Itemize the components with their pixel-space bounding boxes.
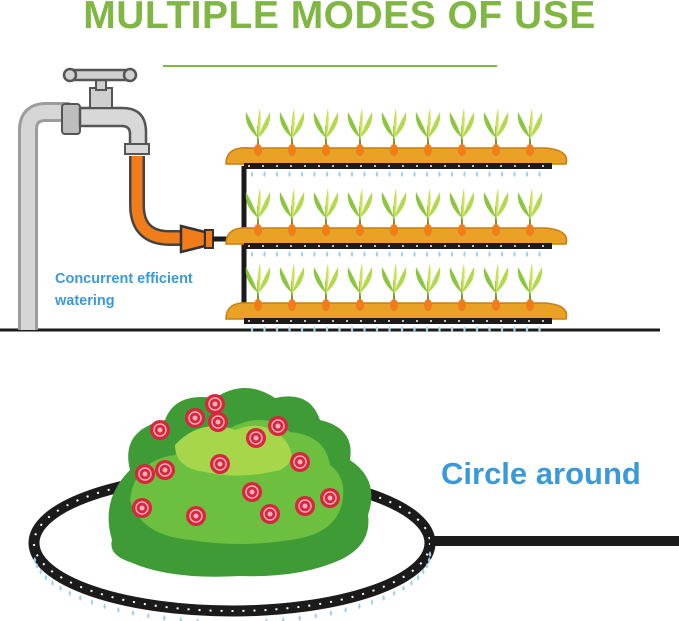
seedling-icon — [483, 263, 509, 311]
planter-bed-icon — [225, 263, 568, 332]
seedling-icon — [449, 108, 475, 156]
seedling-icon — [279, 263, 305, 311]
seedling-icon — [415, 263, 441, 311]
seedling-icon — [415, 188, 441, 236]
seedling-icon — [517, 108, 543, 156]
seedling-icon — [381, 108, 407, 156]
faucet-icon — [18, 67, 150, 330]
rose-flower-icon — [135, 464, 155, 484]
rose-flower-icon — [268, 416, 288, 436]
seedling-icon — [245, 188, 271, 236]
seedling-icon — [449, 263, 475, 311]
seedling-icon — [517, 263, 543, 311]
rose-flower-icon — [185, 408, 205, 428]
rose-flower-icon — [208, 412, 228, 432]
rose-flower-icon — [260, 504, 280, 524]
planter-bed-icon — [225, 108, 568, 177]
rose-flower-icon — [150, 420, 170, 440]
rose-flower-icon — [320, 488, 340, 508]
seedling-icon — [313, 188, 339, 236]
seedling-icon — [381, 188, 407, 236]
rose-flower-icon — [155, 460, 175, 480]
seedling-icon — [313, 108, 339, 156]
seedling-icon — [279, 108, 305, 156]
water-drops — [33, 551, 432, 621]
seedling-icon — [347, 263, 373, 311]
seedling-icon — [483, 108, 509, 156]
planter-bed-icon — [225, 188, 568, 257]
seedling-icon — [381, 263, 407, 311]
seedling-icon — [279, 188, 305, 236]
rose-flower-icon — [246, 428, 266, 448]
seedling-icon — [245, 108, 271, 156]
seedling-icon — [483, 188, 509, 236]
seedling-icon — [347, 108, 373, 156]
rose-flower-icon — [186, 506, 206, 526]
seedling-icon — [347, 188, 373, 236]
seedling-icon — [313, 263, 339, 311]
rose-flower-icon — [295, 496, 315, 516]
concurrent-watering-label: Concurrent efficient watering — [55, 271, 193, 309]
seedling-icon — [415, 108, 441, 156]
rose-flower-icon — [132, 498, 152, 518]
rose-flower-icon — [210, 454, 230, 474]
rose-flower-icon — [242, 482, 262, 502]
circle-around-label: Circle around — [441, 456, 641, 491]
seedling-icon — [517, 188, 543, 236]
seedling-icon — [449, 188, 475, 236]
garden-hose — [129, 156, 244, 254]
rose-bush-icon — [108, 388, 372, 577]
seedling-icon — [245, 263, 271, 311]
rose-flower-icon — [205, 394, 225, 414]
rose-flower-icon — [290, 452, 310, 472]
title-divider — [163, 65, 497, 67]
page-title: MULTIPLE MODES OF USE — [83, 0, 596, 37]
